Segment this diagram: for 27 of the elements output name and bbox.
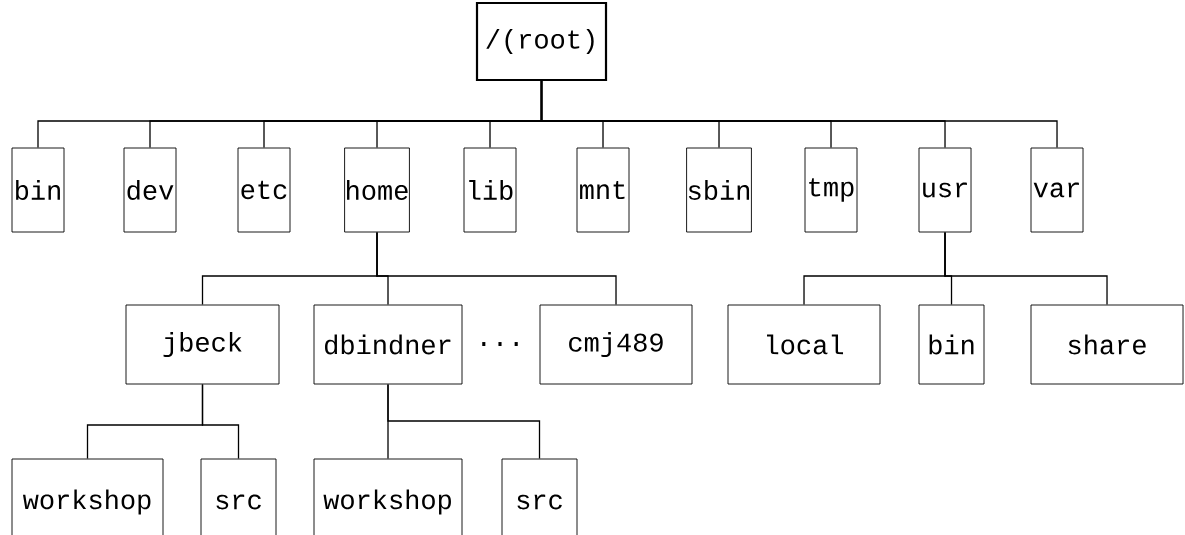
directory-box: lib — [463, 147, 517, 233]
tree-connector — [387, 383, 541, 460]
directory-box: tmp — [804, 147, 858, 233]
tree-connector — [944, 231, 1108, 306]
directory-box: var — [1030, 147, 1084, 233]
directory-box: bin — [918, 304, 985, 385]
directory-box: workshop — [313, 458, 463, 535]
tree-connector — [376, 231, 617, 306]
directory-box: bin — [11, 147, 65, 233]
directory-box: mnt — [576, 147, 630, 233]
directory-box: cmj489 — [539, 304, 693, 385]
directory-box: share — [1030, 304, 1184, 385]
directory-box: home — [344, 147, 410, 233]
directory-box: local — [727, 304, 881, 385]
directory-box: usr — [918, 147, 972, 233]
directory-box: workshop — [11, 458, 164, 535]
directory-box: dbindner — [313, 304, 463, 385]
directory-box: /(root) — [475, 1, 608, 82]
directory-box: dev — [123, 147, 177, 233]
tree-connector — [201, 383, 240, 460]
ellipsis: ... — [482, 342, 518, 346]
directory-box: src — [200, 458, 277, 535]
tree-connector — [540, 80, 1058, 149]
directory-box: sbin — [686, 147, 752, 233]
directory-box: src — [501, 458, 578, 535]
directory-box: etc — [237, 147, 291, 233]
directory-box: jbeck — [125, 304, 280, 385]
